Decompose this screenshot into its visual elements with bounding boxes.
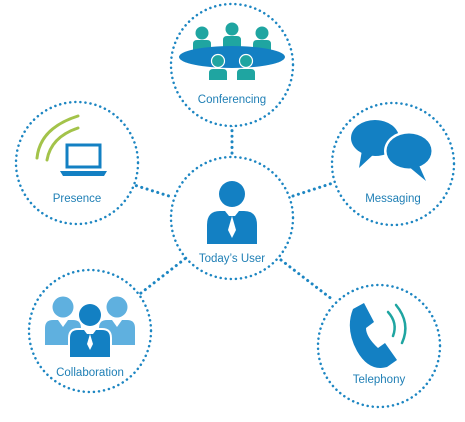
telephony-border — [316, 283, 442, 409]
center-node-label: Today’s User — [199, 253, 265, 265]
messaging-label: Messaging — [365, 193, 421, 205]
connector-collaboration — [130, 256, 188, 302]
collaboration-label: Collaboration — [56, 367, 124, 379]
center-node: Today’s User — [169, 155, 295, 281]
conference-table-icon — [179, 22, 285, 80]
node-telephony: Telephony — [316, 283, 442, 409]
conferencing-label: Conferencing — [198, 94, 266, 106]
connector-presence — [129, 182, 174, 199]
speech-bubbles-icon — [351, 120, 434, 181]
connectors — [129, 123, 335, 302]
telephony-label: Telephony — [353, 374, 406, 386]
node-messaging: Messaging — [330, 101, 456, 227]
user-icon — [207, 181, 257, 244]
node-collaboration: Collaboration — [27, 268, 153, 394]
team-icon — [45, 296, 135, 358]
node-presence: Presence — [14, 100, 140, 226]
node-conferencing: Conferencing — [169, 2, 295, 128]
phone-handset-icon — [349, 303, 407, 368]
connector-telephony — [279, 258, 335, 302]
connector-messaging — [291, 181, 335, 198]
presence-label: Presence — [53, 193, 102, 205]
laptop-wifi-icon — [35, 114, 107, 176]
